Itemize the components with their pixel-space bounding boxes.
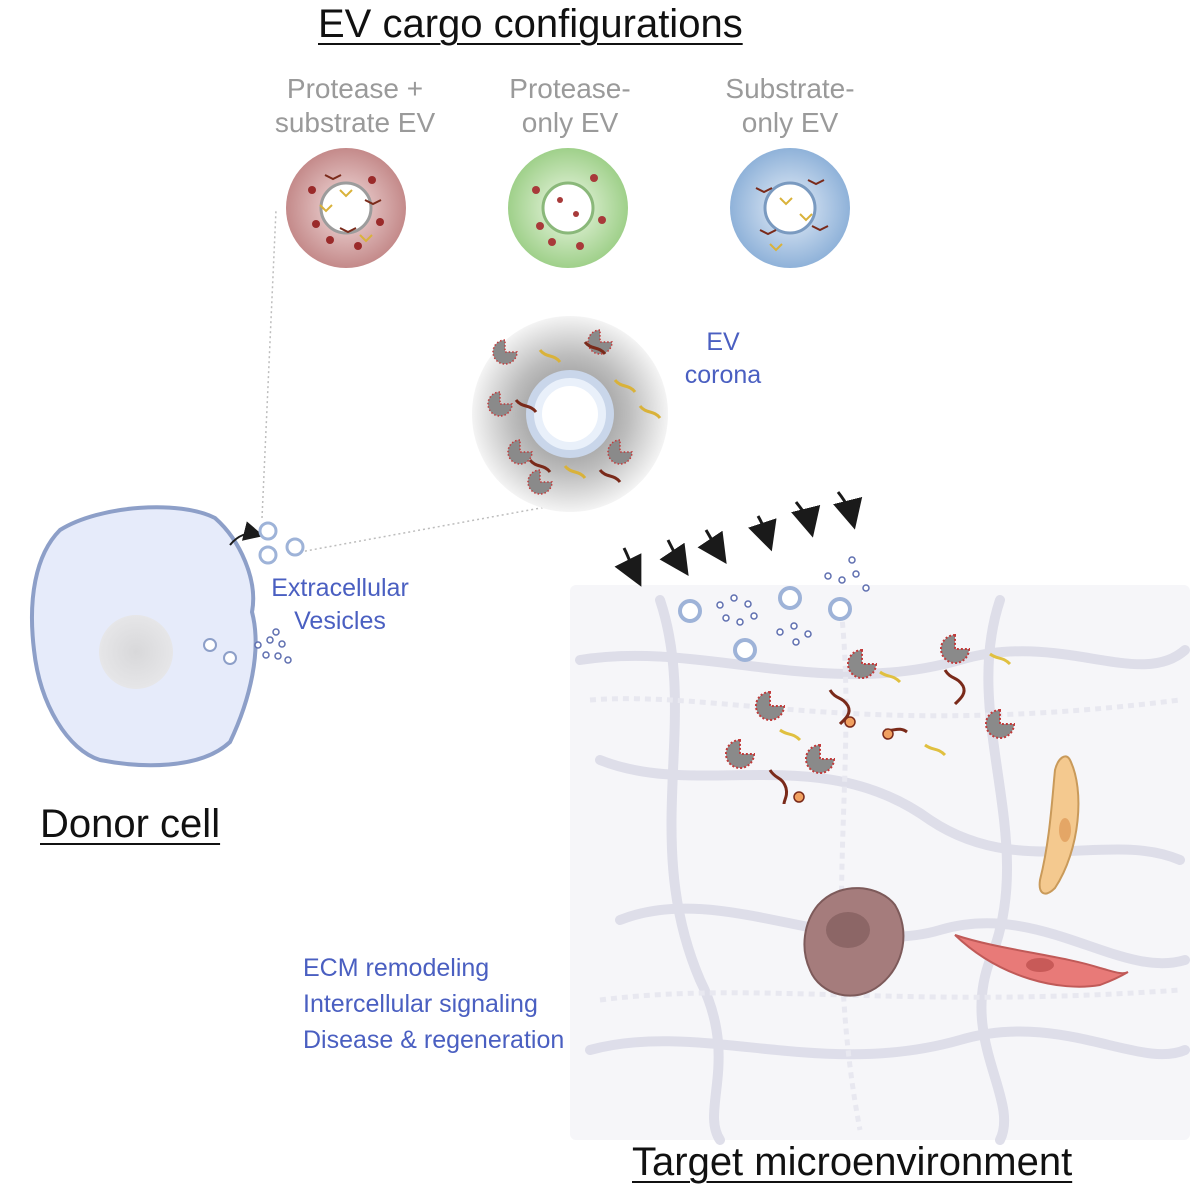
config-label-line2: substrate EV — [274, 107, 436, 138]
config-label-line2: only EV — [741, 107, 839, 138]
config-label-protease-only: Protease- only EV — [470, 72, 670, 140]
corona-label: EV corona — [668, 326, 778, 392]
role-item: Intercellular signaling — [303, 990, 538, 1018]
ev-config-substrate-only — [730, 148, 850, 268]
target-microenvironment-area — [570, 585, 1190, 1145]
target-proteases — [725, 633, 1016, 774]
config-label-line1: Protease- — [509, 73, 631, 104]
ev-release — [229, 521, 305, 664]
corona-label-line2: corona — [684, 361, 762, 389]
donor-cell-label: Donor cell — [40, 802, 221, 846]
role-item: Disease & regeneration — [303, 1026, 565, 1054]
ev-config-protease-only — [508, 148, 628, 268]
config-label-line1: Protease + — [286, 73, 424, 104]
donor-cell-illustration — [30, 505, 258, 768]
roles-list: ECM remodeling Intercellular signaling D… — [303, 950, 564, 1058]
target-evs — [678, 556, 870, 662]
config-label-line2: only EV — [521, 107, 619, 138]
ev-config-protease-substrate — [286, 148, 406, 268]
vesicles-label: Extracellular Vesicles — [250, 572, 430, 638]
target-microenvironment-label: Target microenvironment — [632, 1140, 1073, 1184]
role-item: ECM remodeling — [303, 954, 490, 982]
flow-arrows — [614, 491, 863, 587]
nucleus — [99, 615, 173, 689]
target-cells — [803, 755, 1129, 997]
zoom-connector-lines — [261, 209, 629, 553]
config-label-protease-substrate: Protease + substrate EV — [250, 72, 460, 140]
vesicles-label-line2: Vesicles — [294, 607, 386, 635]
config-label-line1: Substrate- — [725, 73, 855, 104]
page-title: EV cargo configurations — [318, 2, 743, 46]
corona-label-line1: EV — [706, 328, 740, 356]
target-substrates — [768, 652, 1012, 805]
config-label-substrate-only: Substrate- only EV — [690, 72, 890, 140]
vesicles-label-line1: Extracellular — [271, 574, 409, 602]
ev-corona-illustration — [472, 316, 668, 512]
